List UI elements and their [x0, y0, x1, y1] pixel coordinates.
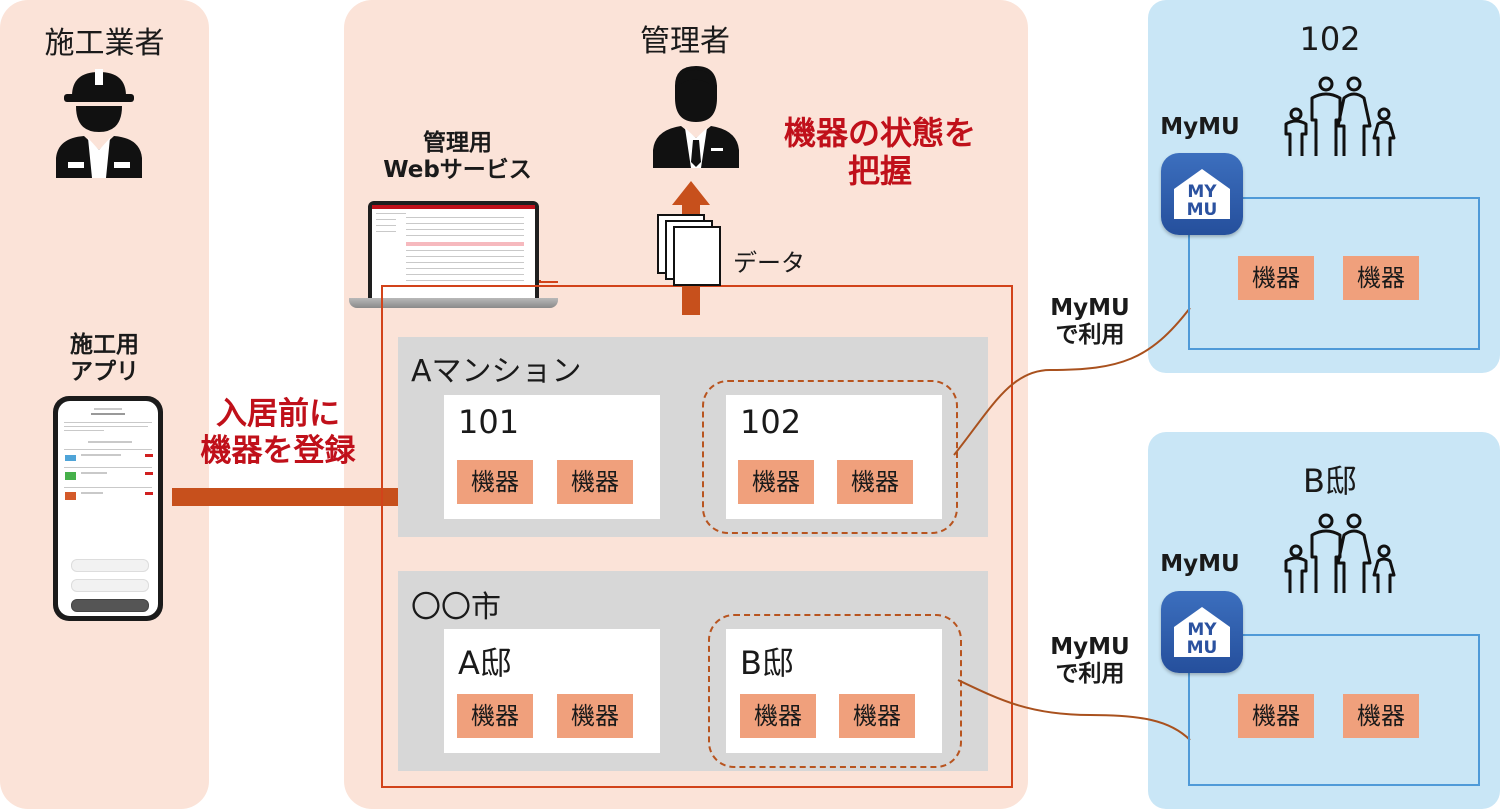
mymu-icon-text-bottom: MU [1186, 200, 1218, 220]
mymu-usage-caption: MyMU で利用 [1030, 634, 1150, 688]
mymu-usage-caption-line1: MyMU [1050, 634, 1130, 660]
status-caption-line2: 把握 [847, 152, 912, 191]
device-box: 機器 [738, 460, 814, 504]
mymu-icon-text-top: MY [1187, 620, 1217, 640]
construction-app-label-line1: 施工用 [70, 332, 139, 358]
construction-worker-icon [56, 69, 142, 178]
device-box: 機器 [740, 694, 816, 738]
admin-title: 管理者 [640, 24, 730, 59]
device-box: 機器 [1343, 694, 1419, 738]
unit-title-a-house: A邸 [458, 644, 512, 682]
home-title-102: 102 [1299, 20, 1361, 58]
register-caption: 入居前に 機器を登録 [178, 396, 378, 470]
mymu-icon-text-bottom: MU [1186, 638, 1218, 658]
unit-title-b-house: B邸 [740, 644, 794, 682]
device-box: 機器 [457, 694, 533, 738]
web-service-label: 管理用 Webサービス [360, 130, 555, 184]
mymu-linked-outline [708, 614, 962, 768]
device-box: 機器 [557, 460, 633, 504]
mymu-usage-caption-line2: で利用 [1055, 661, 1125, 688]
laptop-base [349, 298, 558, 308]
device-box: 機器 [457, 460, 533, 504]
device-box: 機器 [839, 694, 915, 738]
family-icon [1284, 76, 1396, 156]
mymu-app-icon: MY MU [1161, 153, 1243, 235]
device-box: 機器 [1238, 256, 1314, 300]
mymu-icon-text-top: MY [1187, 182, 1217, 202]
device-box: 機器 [557, 694, 633, 738]
mymu-app-name: MyMU [1160, 551, 1240, 577]
data-label: データ [733, 249, 805, 277]
mymu-usage-caption: MyMU で利用 [1030, 295, 1150, 349]
construction-app-label: 施工用 アプリ [0, 332, 209, 386]
device-box: 機器 [1343, 256, 1419, 300]
construction-app-label-line2: アプリ [70, 359, 139, 386]
device-box: 機器 [1238, 694, 1314, 738]
home-device-frame [1188, 634, 1480, 786]
unit-title-101: 101 [458, 403, 520, 441]
register-caption-line2: 機器を登録 [200, 433, 356, 470]
group-title-a-mansion: Aマンション [411, 354, 582, 389]
status-caption-line1: 機器の状態を [783, 114, 976, 152]
family-icon [1284, 513, 1396, 593]
web-service-label-line1: 管理用 [423, 130, 492, 156]
unit-title-102: 102 [740, 403, 802, 441]
device-box: 機器 [837, 460, 913, 504]
mymu-usage-caption-line2: で利用 [1055, 322, 1125, 349]
mymu-usage-caption-line1: MyMU [1050, 295, 1130, 321]
status-caption: 機器の状態を 把握 [770, 114, 990, 191]
contractor-title: 施工業者 [44, 26, 165, 61]
register-caption-line1: 入居前に [216, 396, 340, 432]
mymu-linked-outline [702, 380, 958, 534]
web-service-label-line2: Webサービス [383, 157, 532, 184]
documents-icon [657, 214, 721, 286]
smartphone-icon [53, 396, 163, 621]
mymu-app-icon: MY MU [1161, 591, 1243, 673]
group-title-city: 〇〇市 [411, 590, 501, 625]
home-title-b: B邸 [1303, 462, 1357, 500]
mymu-app-name: MyMU [1160, 114, 1240, 140]
home-device-frame [1188, 197, 1480, 350]
businessman-icon [653, 66, 739, 168]
